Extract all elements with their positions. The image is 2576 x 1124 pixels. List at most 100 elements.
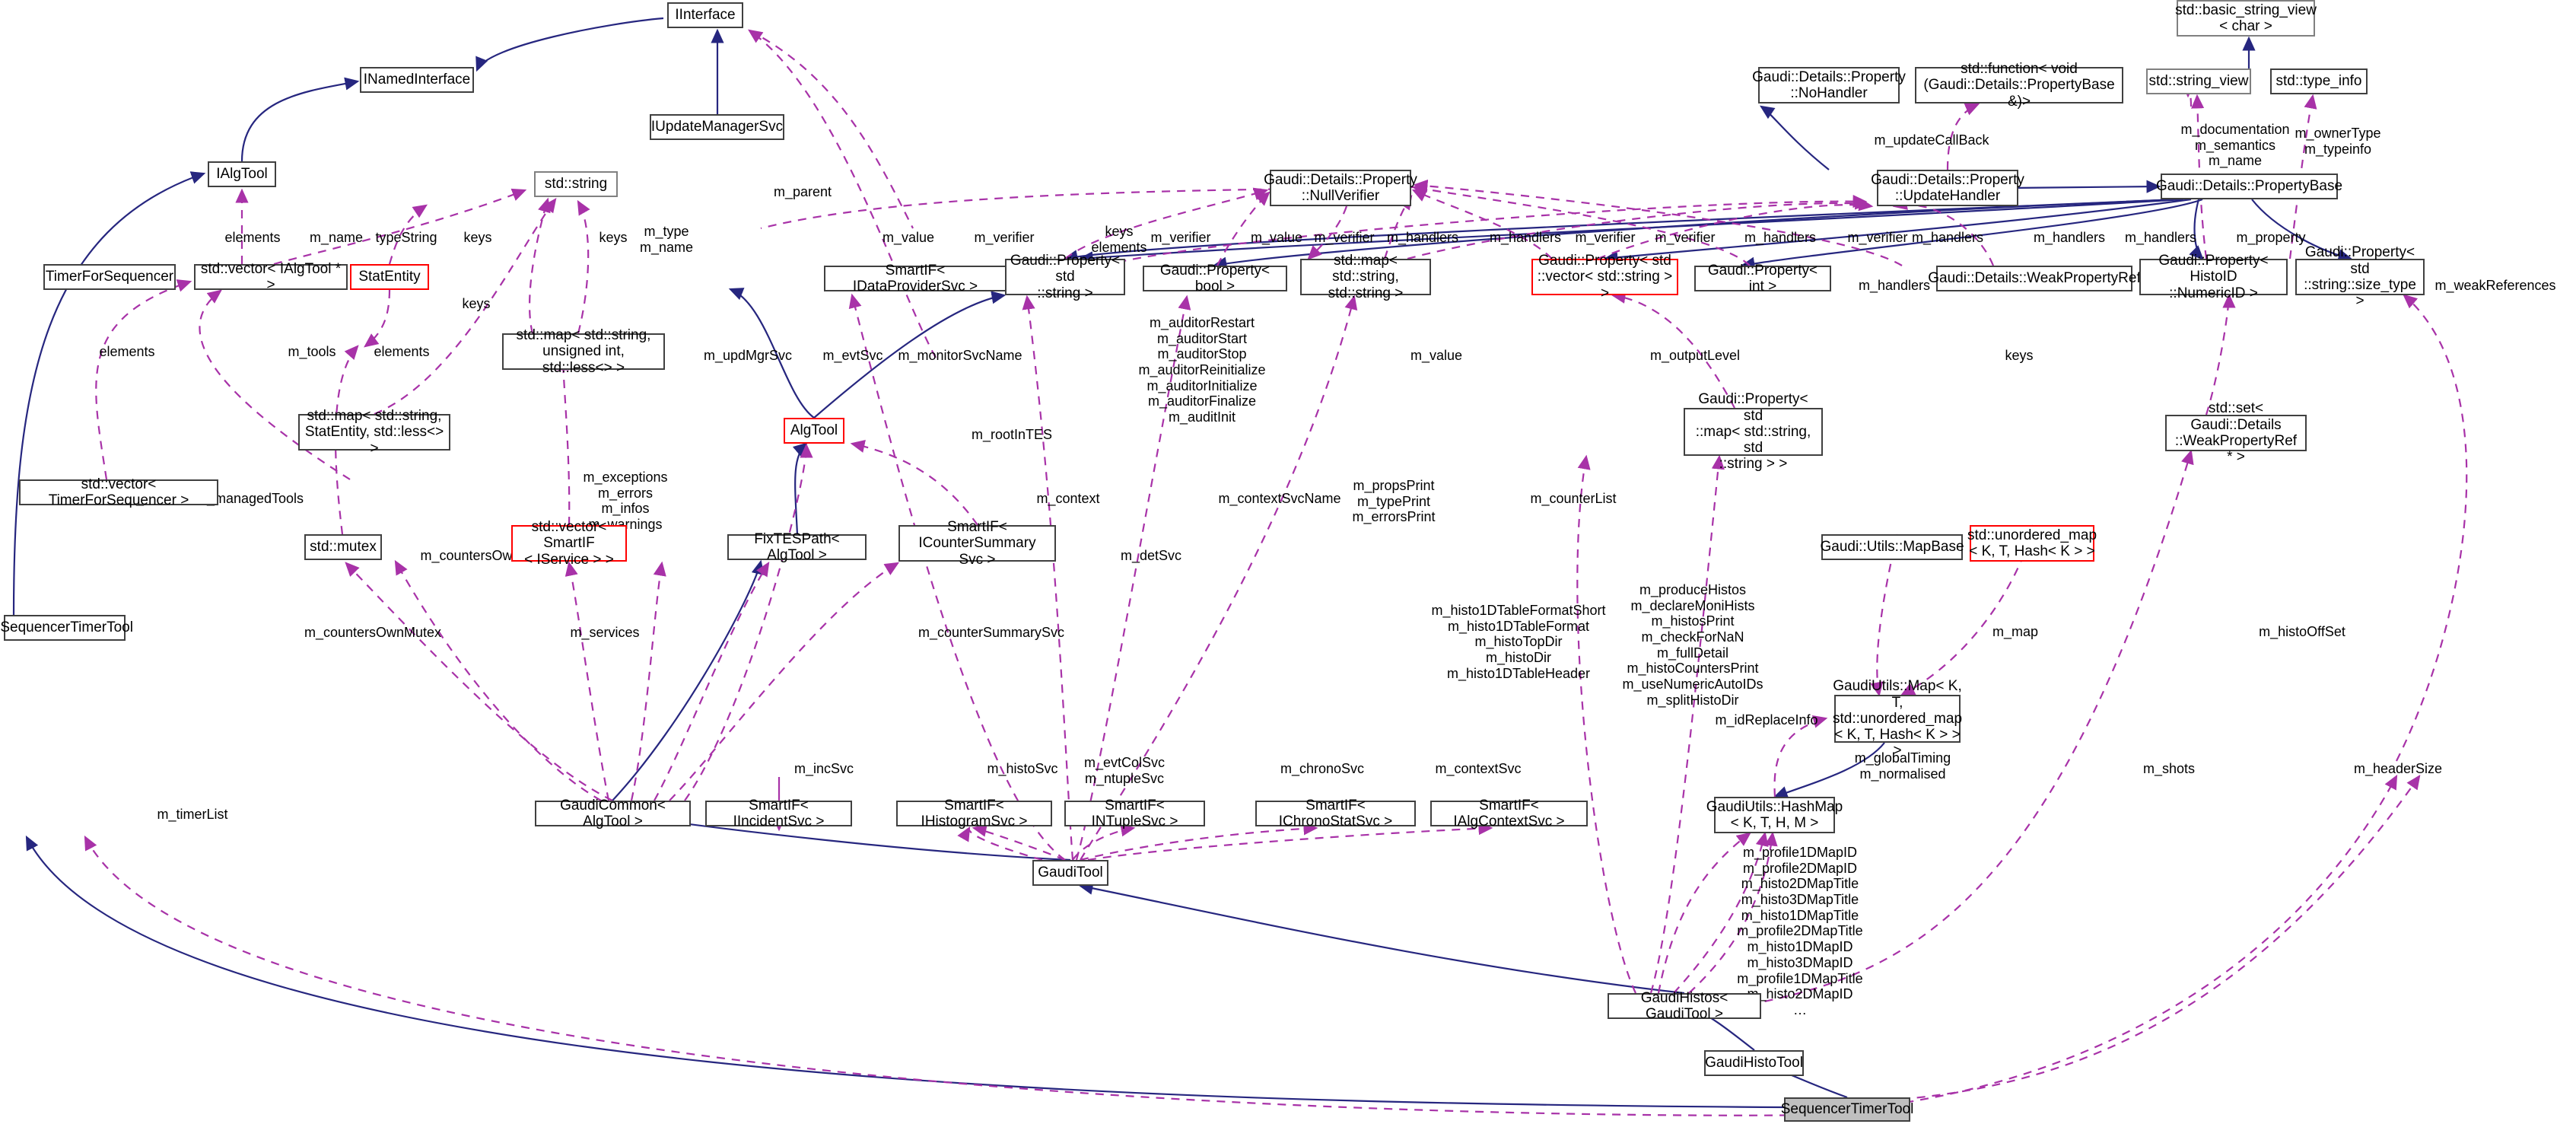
edge-label: m_histoSvc xyxy=(987,761,1058,776)
edge-label: elements xyxy=(99,344,155,359)
class-node-NullVerifier[interactable]: Gaudi::Details::Property ::NullVerifier xyxy=(1264,170,1417,206)
edge-label: m_handlers xyxy=(2124,230,2197,245)
edge-label: m_context xyxy=(1036,491,1100,506)
edge-label: m_counterSummarySvc xyxy=(918,625,1065,640)
edge-label: m_verifier xyxy=(974,230,1035,245)
edge-label: m_monitorSvcName xyxy=(898,348,1022,363)
class-node-vecSmartIFIService[interactable]: std::vector< SmartIF < IService > > xyxy=(511,519,627,568)
class-node-NoHandler[interactable]: Gaudi::Details::Property ::NoHandler xyxy=(1752,67,1906,103)
class-node-string_view[interactable]: std::string_view xyxy=(2146,68,2251,94)
edge-label: m_value xyxy=(882,230,935,245)
class-node-PropInt[interactable]: Gaudi::Property< int > xyxy=(1694,263,1831,295)
class-node-INamedInterface[interactable]: INamedInterface xyxy=(360,67,474,93)
class-node-PropSizeType[interactable]: Gaudi::Property< std ::string::size_type… xyxy=(2295,244,2425,309)
edge-label: m_profile1DMapID m_profile2DMapID m_hist… xyxy=(1737,845,1863,1017)
edge-label: m_countersOwnMutex xyxy=(304,625,442,640)
class-node-SmartIFICounterSummarySvc[interactable]: SmartIF< ICounterSummary Svc > xyxy=(898,519,1056,568)
class-node-PropMapStringString[interactable]: Gaudi::Property< std ::map< std::string,… xyxy=(1684,391,1823,472)
class-node-mapStringUnsigned[interactable]: std::map< std::string, unsigned int, std… xyxy=(502,327,665,376)
edge-label: m_verifier xyxy=(1314,230,1375,245)
edge-label: m_handlers xyxy=(2033,230,2106,245)
class-node-SmartIFINTupleSvc[interactable]: SmartIF< INTupleSvc > xyxy=(1064,798,1205,829)
edge-label: m_map xyxy=(1992,624,2039,639)
edge-label: m_contextSvc xyxy=(1435,761,1522,776)
edge-label: m_detSvc xyxy=(1120,548,1182,563)
class-node-ISequencerTimerTool[interactable]: ISequencerTimerTool xyxy=(0,615,133,641)
class-node-SmartIFIHistogramSvc[interactable]: SmartIF< IHistogramSvc > xyxy=(896,798,1052,829)
class-node-stdmutex[interactable]: std::mutex xyxy=(304,534,382,560)
edge-label: m_verifier xyxy=(1150,230,1211,245)
edge-label: m_handlers xyxy=(1744,230,1817,245)
edge-label: m_updMgrSvc xyxy=(703,348,793,363)
class-node-UpdateHandler[interactable]: Gaudi::Details::Property ::UpdateHandler xyxy=(1871,170,2024,206)
class-node-PropertyBase[interactable]: Gaudi::Details::PropertyBase xyxy=(2156,174,2342,199)
class-node-basic_string_view[interactable]: std::basic_string_view < char > xyxy=(2175,0,2317,37)
class-node-GaudiTool[interactable]: GaudiTool xyxy=(1032,860,1108,886)
class-node-StatEntity[interactable]: StatEntity xyxy=(350,264,429,290)
class-node-setWeakPropRef[interactable]: std::set< Gaudi::Details ::WeakPropertyR… xyxy=(2165,400,2307,465)
class-node-stdstring[interactable]: std::string xyxy=(534,171,618,197)
edge-label: keys elements xyxy=(1091,224,1147,255)
class-node-vecIAlgTool[interactable]: std::vector< IAlgTool * > xyxy=(194,261,348,293)
edge-label: m_produceHistos m_declareMoniHists m_his… xyxy=(1622,582,1763,708)
edge-label: elements xyxy=(224,230,281,245)
edge-label: m_counterList xyxy=(1530,491,1617,506)
edge-label: m_services xyxy=(570,625,640,640)
class-node-SmartIFIChronoStatSvc[interactable]: SmartIF< IChronoStatSvc > xyxy=(1255,798,1416,829)
class-node-mapStringString[interactable]: std::map< std::string, std::string > xyxy=(1300,253,1431,301)
edge-label: m_name xyxy=(309,230,364,245)
edge-label: m_weakReferences xyxy=(2434,278,2556,293)
class-node-vecTimerForSequencer[interactable]: std::vector< TimerForSequencer > xyxy=(19,476,218,508)
class-node-GaudiCommonAlgTool[interactable]: GaudiCommon< AlgTool > xyxy=(535,798,691,829)
edge-label: m_propsPrint m_typePrint m_errorsPrint xyxy=(1352,478,1436,525)
edge-label: m_value xyxy=(1250,230,1303,245)
edge-label: m_evtSvc xyxy=(822,348,883,363)
edge-label: m_updateCallBack xyxy=(1874,132,1989,148)
edge-label: m_parent xyxy=(773,184,832,199)
class-node-GaudiUtilsHashMap[interactable]: GaudiUtils::HashMap < K, T, H, M > xyxy=(1706,797,1843,833)
class-node-MapBase[interactable]: Gaudi::Utils::MapBase xyxy=(1820,534,1964,560)
class-node-WeakPropertyRef[interactable]: Gaudi::Details::WeakPropertyRef xyxy=(1928,266,2141,291)
class-node-PropBool[interactable]: Gaudi::Property< bool > xyxy=(1143,263,1287,295)
edge-label: m_verifier xyxy=(1655,230,1716,245)
edge-label: keys xyxy=(463,230,492,245)
class-node-AlgTool[interactable]: AlgTool xyxy=(784,418,844,444)
edge-label: m_timerList xyxy=(157,807,228,822)
class-node-type_info[interactable]: std::type_info xyxy=(2270,68,2368,94)
class-node-IAlgTool[interactable]: IAlgTool xyxy=(208,161,276,187)
class-node-GaudiHistosGaudiTool[interactable]: GaudiHistos< GaudiTool > xyxy=(1608,990,1761,1022)
edge-label: m_documentation m_semantics m_name xyxy=(2180,122,2290,169)
edge-label: m_verifier xyxy=(1847,230,1908,245)
edge-label: m_handlers xyxy=(1858,278,1931,293)
class-node-FixTESPath[interactable]: FixTESPath< AlgTool > xyxy=(727,531,867,563)
edge-label: m_globalTiming m_normalised xyxy=(1854,750,1951,782)
edge-label: m_managedTools xyxy=(195,491,304,506)
class-node-unorderedMap[interactable]: std::unordered_map < K, T, Hash< K > > xyxy=(1967,525,2097,562)
edge-label: keys xyxy=(462,296,491,311)
edge-label: m_evtColSvc m_ntupleSvc xyxy=(1083,755,1166,786)
edge-label: m_histoOffSet xyxy=(2259,624,2345,639)
class-node-TimerForSequencer[interactable]: TimerForSequencer xyxy=(43,264,176,290)
class-node-stdfunction[interactable]: std::function< void (Gaudi::Details::Pro… xyxy=(1915,61,2123,110)
edge-label: m_value xyxy=(1410,348,1463,363)
class-node-IUpdateManagerSvc[interactable]: IUpdateManagerSvc xyxy=(650,114,784,140)
edge-label: typeString xyxy=(375,230,437,245)
edge-label: m_incSvc xyxy=(793,761,854,776)
class-node-SmartIFIAlgContextSvc[interactable]: SmartIF< IAlgContextSvc > xyxy=(1430,798,1588,829)
class-node-GaudiHistoTool[interactable]: GaudiHistoTool xyxy=(1704,1050,1804,1076)
class-node-GaudiUtilsMap[interactable]: GaudiUtils::Map< K, T, std::unordered_ma… xyxy=(1832,678,1963,759)
class-node-mapStatEntity[interactable]: std::map< std::string, StatEntity, std::… xyxy=(298,408,450,457)
class-node-PropVecString[interactable]: Gaudi::Property< std ::vector< std::stri… xyxy=(1531,253,1678,301)
edge-label: m_rootInTES xyxy=(971,427,1053,442)
edge-label: m_auditorRestart m_auditorStart m_audito… xyxy=(1138,315,1266,425)
edge-label: m_verifier xyxy=(1575,230,1636,245)
class-node-PropHistoID[interactable]: Gaudi::Property< HistoID ::NumericID > xyxy=(2139,253,2288,301)
class-node-SmartIFIDataProviderSvc[interactable]: SmartIF< IDataProviderSvc > xyxy=(824,263,1007,295)
class-node-SequencerTimerTool[interactable]: SequencerTimerTool xyxy=(1781,1097,1913,1122)
edge-label: m_chronoSvc xyxy=(1280,761,1365,776)
class-node-IInterface[interactable]: IInterface xyxy=(667,2,743,28)
edge-label: m_handlers xyxy=(1489,230,1562,245)
class-node-PropStdString[interactable]: Gaudi::Property< std ::string > xyxy=(1005,253,1125,301)
class-node-SmartIFIIncidentSvc[interactable]: SmartIF< IIncidentSvc > xyxy=(705,798,852,829)
